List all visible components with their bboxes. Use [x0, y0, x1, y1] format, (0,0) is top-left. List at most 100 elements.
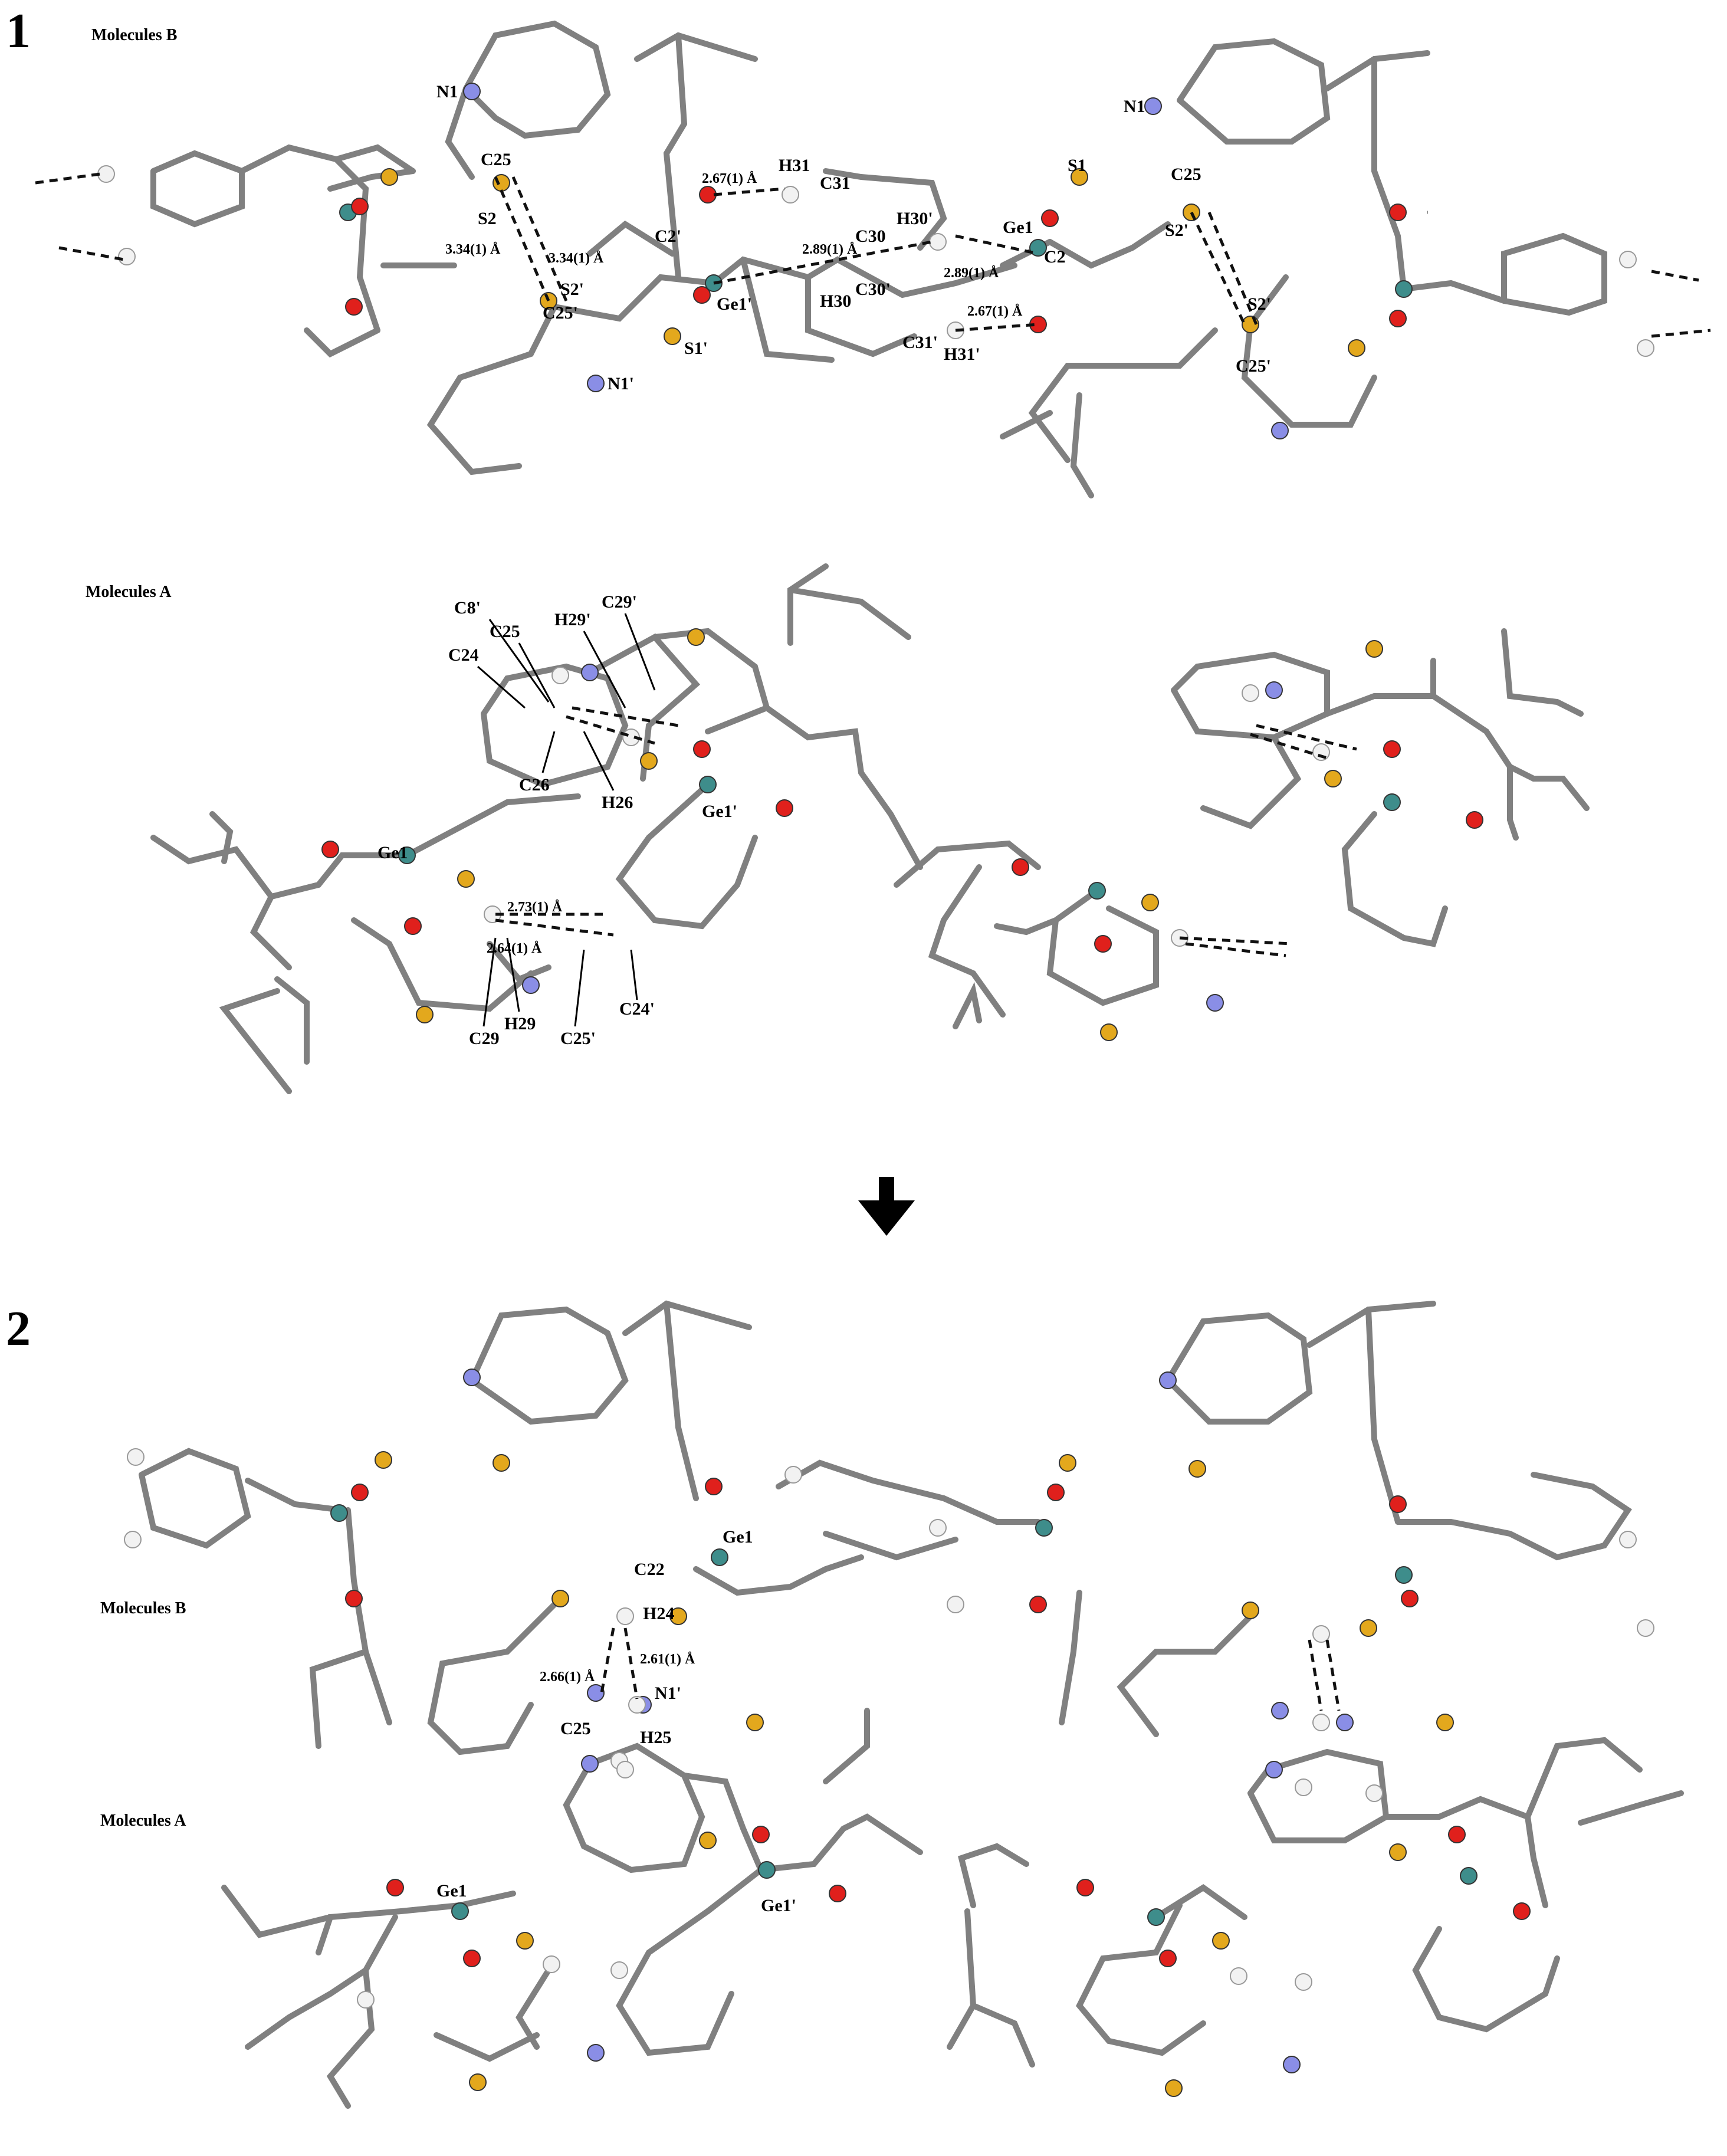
atom-label: S2': [1247, 294, 1271, 314]
atom-label: C25': [560, 1029, 596, 1048]
nitrogen-atom: [522, 976, 540, 994]
panel-2-a-atom-labels: Ge1' Ge1: [436, 1881, 796, 1915]
nitrogen-atom: [1206, 994, 1224, 1012]
sulfur-atom: [640, 752, 658, 770]
hydrogen-atom: [1312, 743, 1330, 761]
atom-label: S2': [1165, 221, 1188, 240]
atom-label: C29: [469, 1029, 500, 1048]
atom-label: Ge1: [723, 1527, 753, 1547]
panel-2-atom-labels: Ge1 C22 H24 N1' H25 C25: [560, 1527, 753, 1747]
sulfur-atom: [416, 1006, 434, 1023]
molecule-b-right: [1000, 38, 1607, 498]
sulfur-atom: [1242, 1602, 1259, 1619]
sulfur-atom: [516, 1932, 534, 1950]
down-arrow-icon: [858, 1177, 915, 1236]
germanium-atom: [711, 1548, 728, 1566]
sulfur-atom: [469, 2073, 487, 2091]
oxygen-atom: [1094, 935, 1112, 953]
atom-label: C30': [855, 280, 891, 299]
germanium-atom: [758, 1861, 776, 1879]
oxygen-atom: [1076, 1879, 1094, 1896]
hydrogen-atom: [947, 1596, 964, 1613]
atom-label: H25: [640, 1728, 671, 1747]
sulfur-atom: [1360, 1619, 1377, 1637]
sulfur-atom: [457, 870, 475, 888]
hydrogen-atom: [357, 1991, 375, 2009]
hydrogen-atom: [1295, 1778, 1312, 1796]
panel-1-molecules-a-label: Molecules A: [86, 583, 172, 601]
atom-label: H31': [944, 344, 980, 364]
hydrogen-atom: [1312, 1625, 1330, 1643]
hydrogen-atom: [1619, 251, 1637, 268]
distance-label: 2.89(1) Å: [944, 265, 999, 281]
atom-label: N1: [1124, 97, 1145, 116]
hydrogen-atom: [784, 1466, 802, 1484]
nitrogen-atom: [587, 1684, 605, 1702]
atom-label: N1: [436, 82, 458, 101]
nitrogen-atom: [587, 2044, 605, 2062]
oxygen-atom: [705, 1478, 723, 1495]
panel-1-a-distance-labels: 2.73(1) Å 2.64(1) Å: [487, 900, 563, 956]
distance-label: 2.67(1) Å: [967, 304, 1023, 319]
distance-label: 2.61(1) Å: [640, 1652, 695, 1667]
atom-label: N1': [655, 1684, 681, 1703]
central-bridge: [711, 168, 1017, 363]
panel-2-molecules-b: Molecules B: [100, 1300, 1654, 1755]
atom-label: Ge1: [377, 843, 408, 862]
atom-label: C2': [655, 227, 681, 246]
oxygen-atom: [1029, 1596, 1047, 1613]
oxygen-atom: [1389, 1495, 1407, 1513]
panel-2-distance-labels: 2.66(1) Å 2.61(1) Å: [540, 1652, 695, 1685]
atom-label: S1': [684, 339, 708, 358]
germanium-atom: [1460, 1867, 1478, 1885]
distance-label: 2.73(1) Å: [507, 900, 563, 915]
sulfur-atom: [1059, 1454, 1076, 1472]
hydrogen-atom: [616, 1607, 634, 1625]
atom-label: H30: [820, 291, 851, 311]
atom-label: C25': [1236, 356, 1271, 376]
atom-label: C25: [1171, 165, 1201, 184]
oxygen-atom: [1159, 1950, 1177, 1967]
atom-label: C2: [1044, 247, 1066, 267]
atom-label: C26: [519, 775, 550, 795]
atom-label: Ge1': [761, 1896, 796, 1915]
hydrogen-atom: [127, 1448, 145, 1466]
hydrogen-atom: [610, 1961, 628, 1979]
germanium-atom: [1029, 239, 1047, 257]
panel-1-b-distance-labels: 3.34(1) Å 3.34(1) Å 2.67(1) Å 2.89(1) Å …: [445, 171, 1023, 319]
nitrogen-atom: [463, 83, 481, 100]
panel-1: 1 Molecules B: [6, 4, 1711, 1094]
distance-label: 2.67(1) Å: [702, 171, 757, 186]
atom-label: Ge1': [702, 802, 737, 821]
atom-label: H29': [554, 610, 591, 629]
atom-label: H30': [897, 209, 933, 228]
oxygen-atom: [345, 1590, 363, 1607]
distance-label: 3.34(1) Å: [445, 242, 501, 257]
sulfur-atom: [1071, 168, 1088, 186]
oxygen-atom: [1389, 310, 1407, 327]
atom-label: C8': [454, 598, 481, 618]
germanium-atom: [451, 1902, 469, 1920]
sulfur-atom: [687, 628, 705, 646]
molecule-a-2-left: [221, 1708, 923, 2109]
atom-label: H31: [779, 156, 810, 175]
atom-label: S1: [1068, 156, 1086, 175]
panel-2-a-atoms: [357, 1714, 1531, 2097]
oxygen-atom: [386, 1879, 404, 1896]
nitrogen-atom: [1265, 1761, 1283, 1778]
atom-label: H24: [643, 1604, 674, 1623]
oxygen-atom: [1466, 811, 1483, 829]
atom-label: C24': [619, 999, 655, 1019]
sulfur-atom: [669, 1607, 687, 1625]
distance-label: 3.34(1) Å: [549, 251, 604, 266]
germanium-atom: [1088, 882, 1106, 900]
oxygen-atom: [351, 198, 369, 215]
molecule-b-2-left: [139, 1300, 864, 1755]
atom-label: N1': [608, 374, 634, 393]
oxygen-atom: [693, 740, 711, 758]
oxygen-atom: [1513, 1902, 1531, 1920]
hydrogen-atom: [97, 165, 115, 183]
panel-2-molecules-a: Molecules A: [100, 1708, 1684, 2109]
panel-2: 2 Molecules B: [6, 1300, 1684, 2109]
